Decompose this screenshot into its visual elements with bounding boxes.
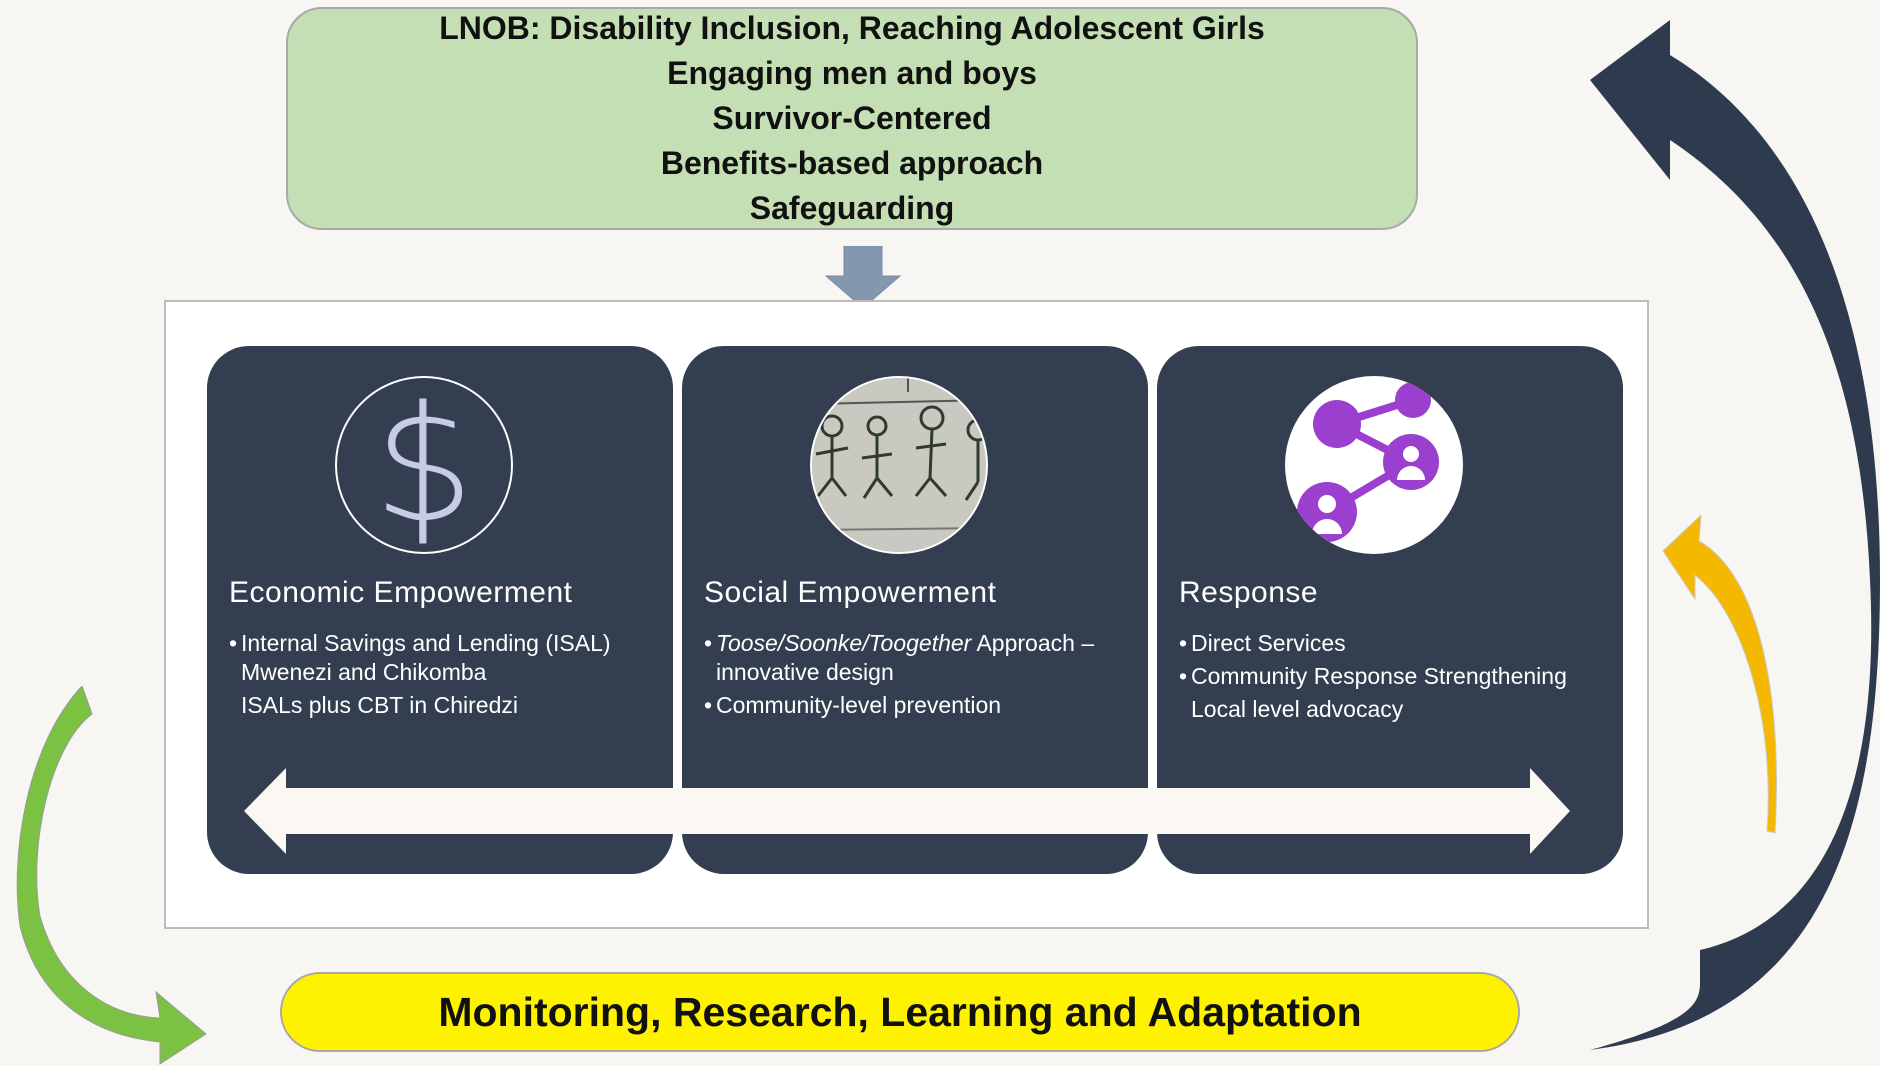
down-arrow-icon bbox=[824, 246, 902, 309]
principle-benefits: Benefits-based approach bbox=[660, 145, 1044, 181]
bullet-item: •Community Response Strengthening bbox=[1179, 663, 1567, 689]
principles-box: LNOB: Disability Inclusion, Reaching Ado… bbox=[286, 7, 1418, 230]
feedback-gold-arrow-icon bbox=[1662, 515, 1777, 834]
principle-men-boys: Engaging men and boys bbox=[667, 55, 1037, 91]
feedback-green-arrow-icon bbox=[16, 686, 207, 1065]
share-network-icon bbox=[1285, 376, 1463, 554]
sub-item: ISALs plus CBT in Chiredzi bbox=[241, 692, 518, 718]
sub-item: Local level advocacy bbox=[1191, 696, 1404, 722]
principle-lnob: LNOB: Disability Inclusion, Reaching Ado… bbox=[439, 10, 1265, 46]
monitoring-bar-label: Monitoring, Research, Learning and Adapt… bbox=[438, 988, 1362, 1035]
bullet-item: •Community-level prevention bbox=[704, 692, 1002, 718]
principle-safeguarding: Safeguarding bbox=[749, 190, 955, 226]
feedback-dark-arrow-icon bbox=[1590, 20, 1880, 1050]
double-arrow-icon bbox=[244, 768, 1570, 854]
stick-figures-photo-icon bbox=[810, 376, 988, 554]
pillar-title: Response bbox=[1179, 576, 1319, 609]
bullet-item: •Internal Savings and Lending (ISAL) Mwe… bbox=[229, 630, 611, 685]
pillar-title: Economic Empowerment bbox=[229, 576, 573, 609]
principle-survivor: Survivor-Centered bbox=[712, 100, 992, 136]
monitoring-bar: Monitoring, Research, Learning and Adapt… bbox=[280, 972, 1520, 1052]
pillar-title: Social Empowerment bbox=[704, 576, 997, 609]
pillar-social: Social Empowerment •Toose/Soonke/Toogeth… bbox=[682, 346, 1148, 874]
bullet-item: •Direct Services bbox=[1179, 630, 1346, 656]
dollar-icon: $ bbox=[335, 376, 513, 554]
bullet-item: •Toose/Soonke/Toogether Approach – innov… bbox=[704, 630, 1095, 685]
